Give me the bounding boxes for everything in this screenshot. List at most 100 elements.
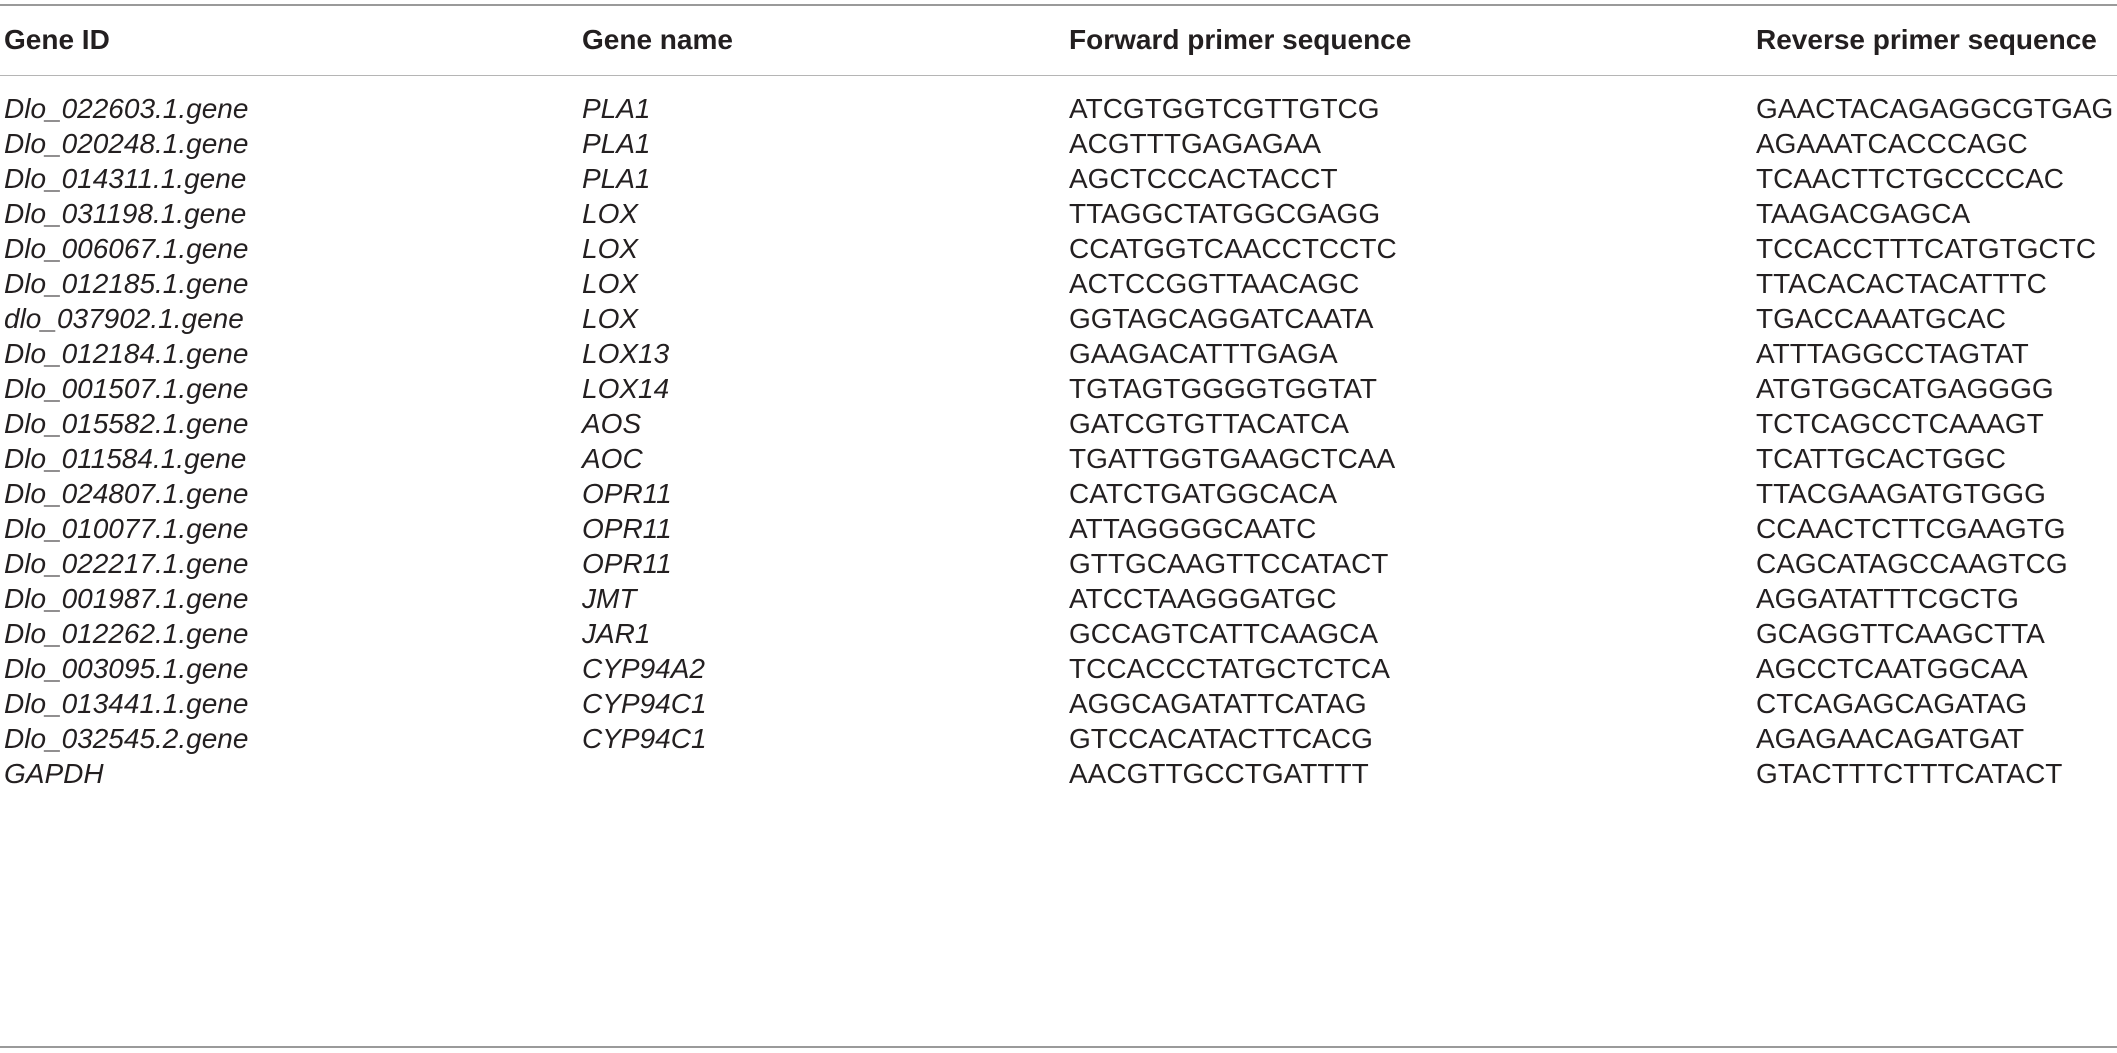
cell-forward-primer: TCCACCCTATGCTCTCA bbox=[1069, 653, 1390, 684]
cell-gene-id: Dlo_022217.1.gene bbox=[4, 548, 249, 579]
table-row: Dlo_013441.1.gene CYP94C1 AGGCAGATATTCATAG… bbox=[0, 680, 2117, 727]
table-top-rule bbox=[0, 4, 2117, 6]
cell-gene-id: Dlo_015582.1.gene bbox=[4, 408, 249, 439]
cell-reverse-primer: AGCCTCAATGGCAA bbox=[1756, 653, 2028, 684]
cell-forward-primer: ACTCCGGTTAACAGC bbox=[1069, 268, 1360, 299]
cell-gene-name: LOX13 bbox=[582, 338, 670, 369]
cell-gene-id: Dlo_001507.1.gene bbox=[4, 373, 249, 404]
cell-gene-id: Dlo_013441.1.gene bbox=[4, 688, 249, 719]
header-gene-id: Gene ID bbox=[4, 24, 110, 55]
cell-reverse-primer: GTACTTTCTTTCATACT bbox=[1756, 758, 2063, 789]
table-header-row: Gene ID Gene name Forward primer sequenc… bbox=[0, 16, 2117, 63]
cell-gene-name: CYP94A2 bbox=[582, 653, 705, 684]
table-row: Dlo_001507.1.gene LOX14 TGTAGTGGGGTGGTAT AT… bbox=[0, 365, 2117, 412]
table-row: Dlo_003095.1.gene CYP94A2 TCCACCCTATGCTCTC… bbox=[0, 645, 2117, 692]
cell-gene-name: LOX bbox=[582, 268, 639, 299]
cell-reverse-primer: TCCACCTTTCATGTGCTC bbox=[1756, 233, 2097, 264]
cell-forward-primer: ATCGTGGTCGTTGTCG bbox=[1069, 93, 1380, 124]
cell-gene-name: PLA1 bbox=[582, 128, 651, 159]
table-bottom-rule bbox=[0, 1046, 2117, 1048]
cell-gene-name: CYP94C1 bbox=[582, 723, 707, 754]
header-reverse-primer: Reverse primer sequence bbox=[1756, 24, 2097, 55]
cell-reverse-primer: TCTCAGCCTCAAAGT bbox=[1756, 408, 2044, 439]
cell-gene-id: Dlo_032545.2.gene bbox=[4, 723, 249, 754]
cell-reverse-primer: CCAACTCTTCGAAGTG bbox=[1756, 513, 2066, 544]
header-forward-primer: Forward primer sequence bbox=[1069, 24, 1412, 55]
cell-forward-primer: ACGTTTGAGAGAA bbox=[1069, 128, 1322, 159]
cell-gene-name: PLA1 bbox=[582, 93, 651, 124]
cell-reverse-primer: CTCAGAGCAGATAG bbox=[1756, 688, 2028, 719]
table-row: Dlo_032545.2.gene CYP94C1 GTCCACATACTTCACG… bbox=[0, 715, 2117, 762]
table-row: Dlo_022603.1.gene PLA1 ATCGTGGTCGTTGTCG GAA… bbox=[0, 85, 2117, 132]
cell-gene-id: Dlo_010077.1.gene bbox=[4, 513, 249, 544]
cell-reverse-primer: TCATTGCACTGGC bbox=[1756, 443, 2006, 474]
cell-gene-id: Dlo_011584.1.gene bbox=[4, 443, 247, 474]
cell-gene-id: Dlo_031198.1.gene bbox=[4, 198, 247, 229]
cell-forward-primer: TTAGGCTATGGCGAGG bbox=[1069, 198, 1381, 229]
cell-forward-primer: GTCCACATACTTCACG bbox=[1069, 723, 1373, 754]
cell-gene-id: Dlo_012184.1.gene bbox=[4, 338, 249, 369]
cell-forward-primer: AGCTCCCACTACCT bbox=[1069, 163, 1338, 194]
cell-gene-name: JAR1 bbox=[582, 618, 651, 649]
cell-reverse-primer: AGGATATTTCGCTG bbox=[1756, 583, 2019, 614]
cell-gene-name: PLA1 bbox=[582, 163, 651, 194]
table-row: Dlo_011584.1.gene AOC TGATTGGTGAAGCTCAA TCA… bbox=[0, 435, 2117, 482]
cell-forward-primer: AACGTTGCCTGATTTT bbox=[1069, 758, 1369, 789]
cell-forward-primer: AGGCAGATATTCATAG bbox=[1069, 688, 1367, 719]
cell-gene-id: Dlo_022603.1.gene bbox=[4, 93, 249, 124]
cell-reverse-primer: TGACCAAATGCAC bbox=[1756, 303, 2006, 334]
cell-reverse-primer: AGAGAACAGATGAT bbox=[1756, 723, 2025, 754]
table-row: Dlo_006067.1.gene LOX CCATGGTCAACCTCCTC TCC… bbox=[0, 225, 2117, 272]
table-row: Dlo_020248.1.gene PLA1 ACGTTTGAGAGAA AGAAAT… bbox=[0, 120, 2117, 167]
cell-gene-id: Dlo_003095.1.gene bbox=[4, 653, 249, 684]
cell-reverse-primer: GAACTACAGAGGCGTGAG bbox=[1756, 93, 2114, 124]
cell-gene-name: AOC bbox=[582, 443, 643, 474]
cell-forward-primer: GAAGACATTTGAGA bbox=[1069, 338, 1338, 369]
cell-gene-name: LOX bbox=[582, 233, 639, 264]
cell-reverse-primer: CAGCATAGCCAAGTCG bbox=[1756, 548, 2068, 579]
cell-reverse-primer: ATTTAGGCCTAGTAT bbox=[1756, 338, 2029, 369]
cell-reverse-primer: TTACGAAGATGTGGG bbox=[1756, 478, 2046, 509]
cell-reverse-primer: TAAGACGAGCA bbox=[1756, 198, 1971, 229]
cell-forward-primer: TGATTGGTGAAGCTCAA bbox=[1069, 443, 1396, 474]
cell-forward-primer: GTTGCAAGTTCCATACT bbox=[1069, 548, 1389, 579]
cell-forward-primer: CCATGGTCAACCTCCTC bbox=[1069, 233, 1397, 264]
cell-reverse-primer: GCAGGTTCAAGCTTA bbox=[1756, 618, 2045, 649]
cell-gene-name: AOS bbox=[582, 408, 642, 439]
cell-gene-name: LOX bbox=[582, 198, 639, 229]
cell-gene-name: OPR11 bbox=[582, 478, 672, 509]
table-row: Dlo_014311.1.gene PLA1 AGCTCCCACTACCT TCAAC… bbox=[0, 155, 2117, 202]
table-row: Dlo_031198.1.gene LOX TTAGGCTATGGCGAGG TAAG… bbox=[0, 190, 2117, 237]
cell-gene-id: Dlo_012262.1.gene bbox=[4, 618, 249, 649]
cell-gene-name: OPR11 bbox=[582, 513, 672, 544]
cell-gene-id: Dlo_020248.1.gene bbox=[4, 128, 249, 159]
cell-reverse-primer: TCAACTTCTGCCCCAC bbox=[1756, 163, 2064, 194]
cell-gene-id: Dlo_014311.1.gene bbox=[4, 163, 247, 194]
cell-gene-id: Dlo_001987.1.gene bbox=[4, 583, 249, 614]
cell-forward-primer: GCCAGTCATTCAAGCA bbox=[1069, 618, 1379, 649]
table-header-rule bbox=[0, 75, 2117, 76]
cell-gene-name: LOX14 bbox=[582, 373, 670, 404]
cell-gene-id: Dlo_006067.1.gene bbox=[4, 233, 249, 264]
table-row: Dlo_012185.1.gene LOX ACTCCGGTTAACAGC TTACA… bbox=[0, 260, 2117, 307]
cell-reverse-primer: TTACACACTACATTTC bbox=[1756, 268, 2047, 299]
cell-gene-id: Dlo_024807.1.gene bbox=[4, 478, 249, 509]
cell-forward-primer: GGTAGCAGGATCAATA bbox=[1069, 303, 1374, 334]
table-row: dlo_037902.1.gene LOX GGTAGCAGGATCAATA TGAC… bbox=[0, 295, 2117, 342]
cell-gene-name: LOX bbox=[582, 303, 639, 334]
cell-gene-id: dlo_037902.1.gene bbox=[4, 303, 244, 334]
cell-forward-primer: TGTAGTGGGGTGGTAT bbox=[1069, 373, 1377, 404]
table-row: Dlo_012184.1.gene LOX13 GAAGACATTTGAGA ATTT… bbox=[0, 330, 2117, 377]
cell-gene-name: JMT bbox=[582, 583, 637, 614]
cell-gene-name: CYP94C1 bbox=[582, 688, 707, 719]
cell-reverse-primer: ATGTGGCATGAGGGG bbox=[1756, 373, 2054, 404]
cell-gene-id: Dlo_012185.1.gene bbox=[4, 268, 249, 299]
cell-reverse-primer: AGAAATCACCCAGC bbox=[1756, 128, 2028, 159]
header-gene-name: Gene name bbox=[582, 24, 733, 55]
